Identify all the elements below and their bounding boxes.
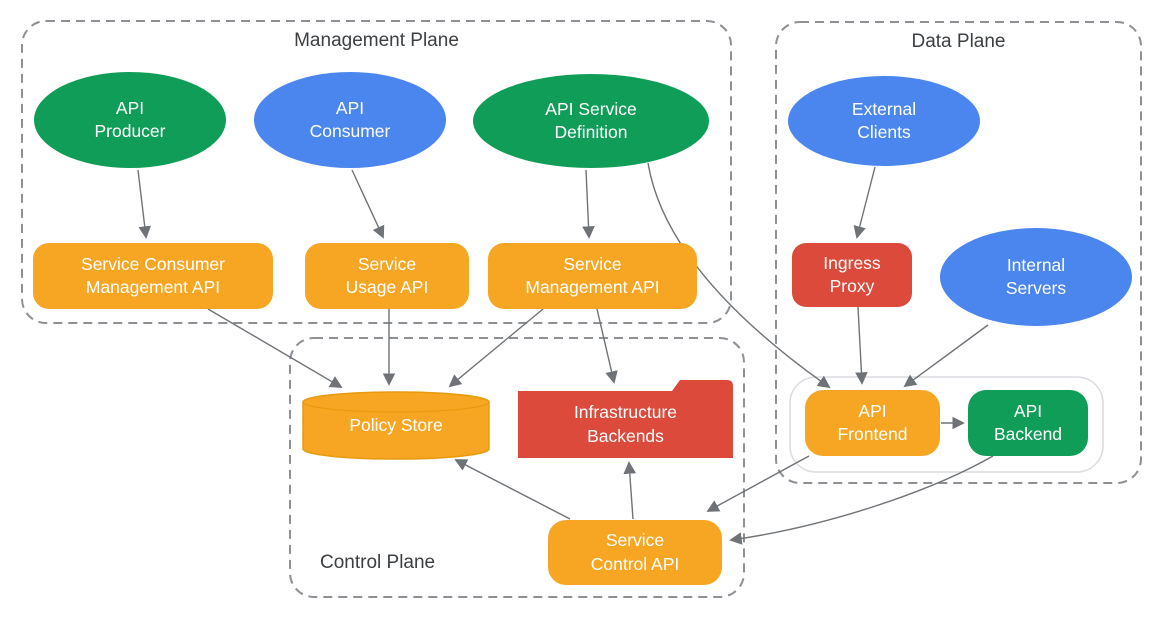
node-label: Service bbox=[563, 253, 622, 274]
node-label: Ingress bbox=[823, 252, 881, 273]
edge-internal-servers-to-api-frontend bbox=[903, 324, 989, 388]
policy-store-cylinder-rim bbox=[302, 401, 490, 413]
node-label: Service Consumer bbox=[81, 253, 225, 274]
node-ingress-proxy: Ingress Proxy bbox=[792, 243, 912, 307]
edge-api-producer-to-service-consumer-management-api bbox=[137, 169, 151, 239]
edge-service-management-api-to-infrastructure-backends bbox=[596, 308, 618, 384]
edge-api-backend-to-service-control-api bbox=[729, 455, 994, 545]
node-api-backend: API Backend bbox=[968, 390, 1088, 456]
node-label: API bbox=[858, 400, 887, 421]
node-external-clients: External Clients bbox=[788, 76, 980, 166]
node-label: Service bbox=[357, 253, 417, 274]
edge-api-consumer-to-service-usage-api bbox=[351, 169, 385, 239]
control-plane-title: Control Plane bbox=[320, 552, 436, 573]
edge-api-service-definition-to-service-management-api bbox=[582, 169, 595, 239]
node-label: Management API bbox=[85, 277, 221, 297]
node-label: Control API bbox=[590, 553, 680, 574]
policy-store-cylinder bbox=[302, 391, 490, 460]
node-label: API bbox=[1013, 400, 1043, 421]
node-api-service-definition: API Service Definition bbox=[473, 74, 709, 168]
node-internal-servers: Internal Servers bbox=[940, 228, 1132, 326]
node-label: External bbox=[851, 98, 917, 119]
node-label: Servers bbox=[1005, 278, 1067, 298]
data-plane-container bbox=[775, 21, 1142, 484]
node-service-management-api: Service Management API bbox=[488, 243, 697, 309]
node-service-usage-api: Service Usage API bbox=[305, 243, 469, 309]
node-label: Definition bbox=[554, 122, 628, 142]
edge-api-frontend-to-service-control-api bbox=[706, 455, 810, 512]
edge-service-control-api-to-policy-store bbox=[454, 459, 571, 520]
edge-api-service-definition-to-api-frontend bbox=[647, 162, 831, 389]
node-service-consumer-management-api: Service Consumer Management API bbox=[33, 243, 273, 309]
node-label: Management API bbox=[525, 277, 660, 297]
control-plane-container bbox=[289, 337, 745, 598]
node-label: Clients bbox=[857, 122, 911, 142]
edge-service-management-api-to-policy-store bbox=[448, 308, 544, 388]
edge-service-control-api-to-infrastructure-backends bbox=[623, 461, 637, 520]
edge-ingress-proxy-to-api-frontend bbox=[855, 306, 868, 385]
node-api-frontend: API Frontend bbox=[805, 390, 940, 456]
node-label: API bbox=[335, 97, 365, 118]
node-label: Proxy bbox=[829, 276, 875, 296]
edge-external-clients-to-ingress-proxy bbox=[853, 166, 876, 239]
edge-service-consumer-management-api-to-policy-store bbox=[207, 308, 343, 388]
node-label: Consumer bbox=[309, 121, 391, 141]
node-label: Usage API bbox=[345, 277, 429, 297]
node-label: Internal bbox=[1006, 254, 1066, 275]
management-plane-title: Management Plane bbox=[294, 30, 459, 51]
node-label: Producer bbox=[94, 121, 166, 141]
node-label: Frontend bbox=[837, 424, 908, 444]
node-api-producer: API Producer bbox=[34, 72, 226, 168]
node-label: API Service bbox=[545, 98, 637, 119]
node-label: Backend bbox=[993, 424, 1063, 444]
data-plane-title: Data Plane bbox=[911, 31, 1006, 52]
node-label: Service bbox=[605, 530, 665, 551]
node-api-consumer: API Consumer bbox=[254, 72, 446, 168]
node-label: API bbox=[115, 97, 145, 118]
node-service-control-api: Service Control API bbox=[548, 520, 722, 585]
infrastructure-backends-folder bbox=[518, 380, 733, 458]
management-plane-container bbox=[21, 20, 732, 324]
